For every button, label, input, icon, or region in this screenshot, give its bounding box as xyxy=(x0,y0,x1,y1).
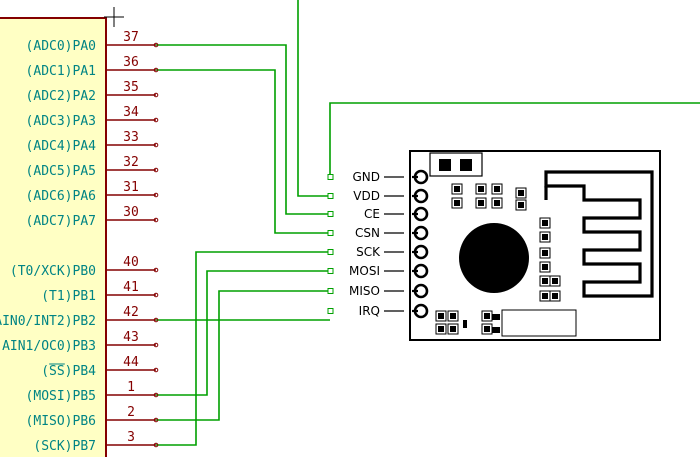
mcu-pin: 3 (SCK)PB7 xyxy=(33,430,159,454)
pin-label: (AIN1/OC0)PB3 xyxy=(0,339,96,354)
pin-label: (T1)PB1 xyxy=(41,289,96,304)
module-pin: IRQ xyxy=(327,303,429,319)
pin-number: 37 xyxy=(123,30,139,45)
pin-number: 1 xyxy=(127,380,135,395)
module-pin-label: GND xyxy=(352,170,380,184)
wire-gnd xyxy=(329,102,700,177)
mcu-pin: 32 (ADC5)PA5 xyxy=(26,155,159,179)
pin-label: (ADC2)PA2 xyxy=(26,89,96,104)
mcu-pin: 35 (ADC2)PA2 xyxy=(26,80,159,104)
pin-number: 35 xyxy=(123,80,139,95)
pin-label: (SS)PB4 xyxy=(41,364,96,379)
pin-number: 34 xyxy=(123,105,139,120)
wire-layer xyxy=(156,0,700,446)
pin-label: (ADC1)PA1 xyxy=(26,64,96,79)
pin-number: 30 xyxy=(123,205,139,220)
mcu-body xyxy=(0,17,107,457)
pin-number: 40 xyxy=(123,255,139,270)
mcu-pin: 36 (ADC1)PA1 xyxy=(26,55,159,79)
module-pin: VDD xyxy=(327,188,429,204)
module-pin-label: MISO xyxy=(349,284,380,298)
mcu-pin: 1 (MOSI)PB5 xyxy=(26,380,159,404)
pin-label: (MOSI)PB5 xyxy=(26,389,96,404)
module-pin-label: CE xyxy=(364,207,380,221)
mcu-pin: 31 (ADC6)PA6 xyxy=(26,180,159,204)
pin-label: (ADC6)PA6 xyxy=(26,189,96,204)
mcu-pin: 40 (T0/XCK)PB0 xyxy=(10,255,159,279)
pin-label: (T0/XCK)PB0 xyxy=(10,264,96,279)
mcu-pin: 33 (ADC4)PA4 xyxy=(26,130,159,154)
wire-csn xyxy=(156,69,330,234)
mcu-pin: 37 (ADC0)PA0 xyxy=(26,30,159,54)
module-pin: GND xyxy=(327,169,429,185)
wire-sck xyxy=(156,251,330,446)
mcu-pin: 2 (MISO)PB6 xyxy=(26,405,159,429)
pin-number: 31 xyxy=(123,180,139,195)
module-pin-label: IRQ xyxy=(359,304,380,318)
module-pin: CE xyxy=(327,206,429,222)
pin-number: 3 xyxy=(127,430,135,445)
mcu-pin-layer: 37 (ADC0)PA0 36 (ADC1)PA1 35 (ADC2)PA2 34 (ADC3… xyxy=(0,30,159,454)
pin-label: (ADC4)PA4 xyxy=(26,139,97,154)
pin-label: (ADC5)PA5 xyxy=(26,164,96,179)
pin-number: 44 xyxy=(123,355,139,370)
module-pin-label: MOSI xyxy=(349,264,380,278)
pin-number: 41 xyxy=(123,280,139,295)
module-pin-layer: GND VDD CE CSN SCK MOSI MISO IRQ xyxy=(327,169,429,319)
pin-number: 42 xyxy=(123,305,139,320)
pin-number: 33 xyxy=(123,130,139,145)
pin-number: 36 xyxy=(123,55,139,70)
mcu-pin: 43 (AIN1/OC0)PB3 xyxy=(0,330,159,354)
module-pin: SCK xyxy=(327,244,429,260)
wire-mosi xyxy=(156,270,330,396)
pin-label: (ADC3)PA3 xyxy=(26,114,96,129)
nrf24-module xyxy=(409,150,661,341)
mcu-pin: 34 (ADC3)PA3 xyxy=(26,105,159,129)
pin-label: (MISO)PB6 xyxy=(26,414,96,429)
mcu-pin: 44 (SS)PB4 xyxy=(41,355,159,379)
wire-miso xyxy=(156,290,330,421)
pin-label: (ADC7)PA7 xyxy=(26,214,96,229)
module-pin: MISO xyxy=(327,283,429,299)
module-pin-label: CSN xyxy=(355,226,380,240)
pin-label: (ADC0)PA0 xyxy=(26,39,96,54)
pin-number: 2 xyxy=(127,405,135,420)
module-outline xyxy=(409,150,661,341)
mcu-pin: 42 (AIN0/INT2)PB2 xyxy=(0,305,159,329)
pin-label: (SCK)PB7 xyxy=(33,439,96,454)
wire-ce xyxy=(156,44,330,215)
crystal xyxy=(459,223,529,293)
wire-vdd xyxy=(297,0,330,197)
module-pin: CSN xyxy=(327,225,429,241)
module-pin: MOSI xyxy=(327,263,429,279)
pin-number: 43 xyxy=(123,330,139,345)
pin-label: (AIN0/INT2)PB2 xyxy=(0,314,96,329)
antenna-trace xyxy=(544,170,654,298)
module-pin-label: VDD xyxy=(353,189,380,203)
mcu-pin: 41 (T1)PB1 xyxy=(41,280,159,304)
mcu-pin: 30 (ADC7)PA7 xyxy=(26,205,159,229)
crosshair-cursor-icon xyxy=(104,7,124,27)
module-pin-label: SCK xyxy=(356,245,381,259)
pin-number: 32 xyxy=(123,155,139,170)
